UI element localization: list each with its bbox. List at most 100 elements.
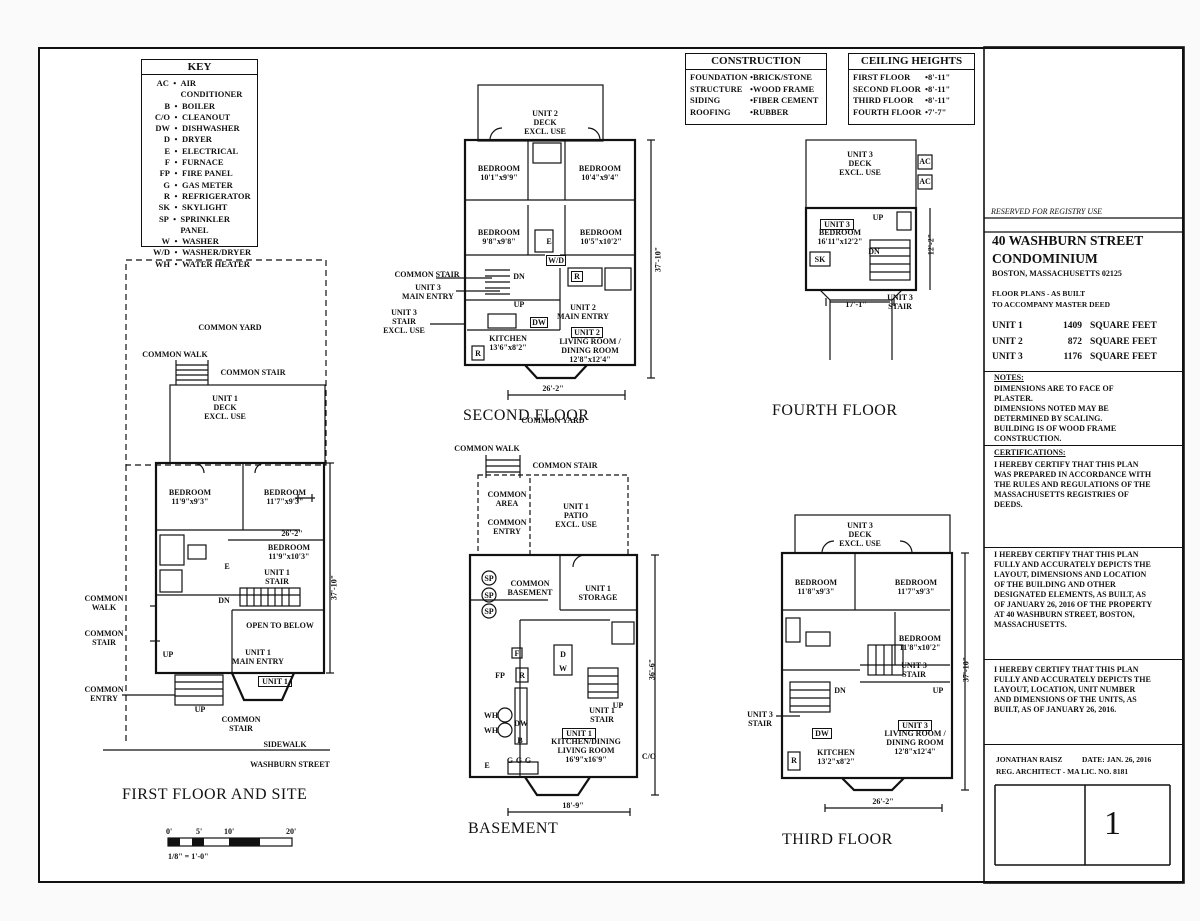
- construction-bullet: •: [750, 106, 753, 117]
- bs-w: W: [559, 664, 567, 673]
- basement-title: BASEMENT: [468, 820, 559, 837]
- construction-row: STRUCTURE• WOOD FRAME: [690, 84, 822, 96]
- key-code: W: [161, 236, 171, 247]
- unit-sqft: 872: [1067, 336, 1082, 347]
- bs-common-walk: COMMON WALK: [454, 444, 520, 453]
- bs-dw: DW: [514, 719, 528, 728]
- key-item: DW•DISHWASHER: [142, 123, 257, 134]
- tf-kitchen: KITCHEN 13'2"x8'2": [817, 748, 855, 766]
- key-bullet: •: [174, 179, 178, 190]
- fo-sk: SK: [814, 255, 826, 264]
- key-code: F: [164, 157, 170, 168]
- construction-item: STRUCTURE: [690, 83, 743, 94]
- architect-license: REG. ARCHITECT - MA LIC. NO. 8181: [996, 767, 1129, 776]
- tf-dim-width: 26'-2": [872, 797, 894, 806]
- unit-sqft: 1176: [1063, 352, 1082, 362]
- construction-value: BRICK/STONE: [752, 72, 812, 82]
- ff-common-stair-top: COMMON STAIR: [220, 368, 286, 377]
- fo-up: UP: [872, 213, 884, 222]
- construction-bullet: •: [750, 83, 753, 94]
- key-bullet: •: [174, 157, 178, 168]
- ff-deck: UNIT 1 DECK EXCL. USE: [204, 394, 246, 421]
- key-bullet: •: [173, 78, 177, 88]
- ff-dim-depth: 37'-10": [329, 574, 339, 601]
- ff-common-entry: COMMON ENTRY: [84, 685, 124, 703]
- key-bullet: •: [174, 168, 178, 179]
- plan-subtitle-2: TO ACCOMPANY MASTER DEED: [992, 300, 1110, 309]
- scale-tick-5: 5': [196, 827, 203, 836]
- ff-common-walk: COMMON WALK: [142, 350, 208, 359]
- construction-title: CONSTRUCTION: [686, 54, 826, 70]
- ceiling-floor: FOURTH FLOOR: [853, 106, 922, 117]
- ceiling-floor: SECOND FLOOR: [853, 83, 921, 94]
- certification-3: I HEREBY CERTIFY THAT THIS PLAN FULLY AN…: [994, 665, 1151, 714]
- construction-row: ROOFING• RUBBER: [690, 107, 822, 119]
- ff-up-1: UP: [162, 650, 174, 659]
- sf-unit3-main: UNIT 3 MAIN ENTRY: [402, 283, 454, 301]
- bs-r: R: [519, 671, 525, 680]
- ceiling-floor: FIRST FLOOR: [853, 72, 911, 82]
- key-description: SPRINKLER PANEL: [180, 213, 230, 235]
- ff-stair: UNIT 1 STAIR: [264, 568, 290, 586]
- unit-name: UNIT 2: [992, 336, 1023, 347]
- sf-bedroom-2: BEDROOM 10'4"x9'4": [578, 164, 622, 182]
- sf-bedroom-3: BEDROOM 9'8"x9'8": [477, 228, 521, 246]
- ff-main-entry: UNIT 1 MAIN ENTRY: [232, 648, 284, 666]
- key-item: WH•WATER HEATER: [142, 259, 257, 270]
- ceiling-value: 7'-7": [927, 106, 947, 117]
- ff-up-2: UP: [194, 705, 206, 714]
- fo-ac-2: AC: [919, 177, 931, 186]
- tf-living: LIVING ROOM / DINING ROOM 12'8"x12'4": [884, 729, 946, 756]
- ceiling-row: SECOND FLOOR• 8'-11": [853, 84, 970, 96]
- note-item: DIMENSIONS ARE TO FACE OF PLASTER.: [994, 384, 1114, 403]
- bs-d: D: [560, 650, 566, 659]
- tf-dw: DW: [812, 728, 832, 739]
- tf-dn: DN: [834, 686, 846, 695]
- bs-common-stair: COMMON STAIR: [532, 461, 598, 470]
- key-bullet: •: [174, 236, 178, 247]
- sf-dim-width: 26'-2": [542, 384, 564, 393]
- architect-name: JONATHAN RAISZ: [996, 755, 1063, 764]
- ff-dn: DN: [218, 596, 230, 605]
- key-item: D•DRYER: [142, 134, 257, 145]
- ff-e: E: [224, 562, 230, 571]
- tf-bedroom-2: BEDROOM 11'7"x9'3": [894, 578, 938, 596]
- sf-deck: UNIT 2 DECK EXCL. USE: [524, 109, 566, 136]
- ff-dim-width: 26'-2": [281, 529, 303, 538]
- fo-ac-1: AC: [919, 157, 931, 166]
- ceiling-title: CEILING HEIGHTS: [849, 54, 974, 70]
- sf-kitchen: KITCHEN 13'6"x8'2": [489, 334, 527, 352]
- key-code: D: [163, 134, 170, 145]
- bs-g-1: G: [506, 756, 514, 765]
- ff-common-yard: COMMON YARD: [198, 323, 262, 332]
- third-floor-title: THIRD FLOOR: [782, 831, 893, 848]
- key-description: FURNACE: [182, 157, 224, 168]
- key-code: FP: [159, 168, 170, 179]
- key-item: E•ELECTRICAL: [142, 146, 257, 157]
- fo-dim-width: 17'-1": [845, 300, 867, 309]
- key-description: REFRIGERATOR: [182, 190, 251, 201]
- sf-r-1: R: [571, 271, 583, 282]
- key-description: CLEANOUT: [182, 111, 231, 122]
- bs-sp-2: SP: [484, 591, 494, 600]
- tf-stair-left: UNIT 3 STAIR: [747, 710, 773, 728]
- key-bullet: •: [174, 123, 178, 134]
- bs-f: F: [514, 649, 520, 658]
- first-floor-title: FIRST FLOOR AND SITE: [122, 786, 308, 803]
- key-item: W/D•WASHER/DRYER: [142, 247, 257, 258]
- sf-r-2: R: [475, 349, 481, 358]
- key-description: SKYLIGHT: [182, 202, 228, 213]
- ff-common-walk-side: COMMON WALK: [84, 594, 124, 612]
- sf-bedroom-4: BEDROOM 10'5"x10'2": [579, 228, 623, 246]
- ff-bedroom-1: BEDROOM 11'9"x9'3": [168, 488, 212, 506]
- sf-dn: DN: [513, 272, 525, 281]
- tf-up: UP: [932, 686, 944, 695]
- scale-tick-20: 20': [286, 827, 297, 836]
- key-description: WATER HEATER: [182, 258, 250, 269]
- drawing-date: DATE: JAN. 26, 2016: [1082, 755, 1152, 764]
